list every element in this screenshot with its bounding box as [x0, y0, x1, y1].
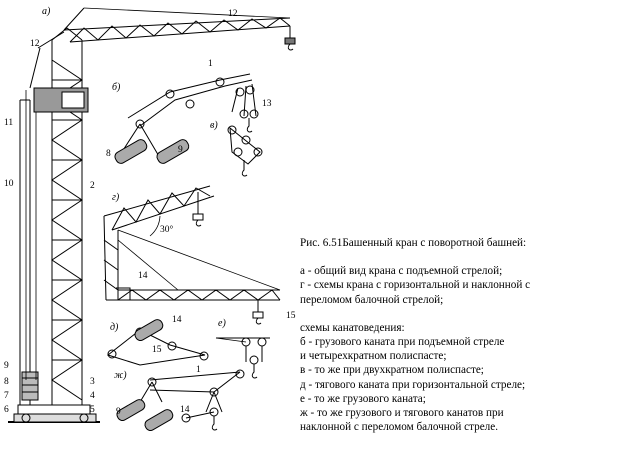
scheme-e — [215, 337, 270, 379]
panel-e-label: е) — [218, 318, 226, 329]
caption-legend-line: а - общий вид крана с подъемной стрелой; — [300, 265, 503, 278]
label-10: 10 — [4, 179, 14, 189]
label-9: 9 — [178, 145, 183, 155]
label-11: 11 — [4, 118, 13, 128]
caption-scheme-line: д - тягового каната при горизонтальной с… — [300, 378, 526, 391]
caption-scheme-line: наклонной с переломом балочной стреле. — [300, 421, 499, 434]
caption-scheme-line: б - грузового каната при подъемной стрел… — [300, 336, 505, 349]
caption-legend: а - общий вид крана с подъемной стрелой;… — [300, 264, 620, 307]
caption-scheme-line: в - то же при двухкратном полиспасте; — [300, 364, 484, 377]
caption-scheme-line: схемы канатоведения: — [300, 321, 405, 334]
figure-caption: Рис. 6.51Башенный кран с поворотной башн… — [300, 236, 620, 448]
label-1: 1 — [208, 59, 213, 69]
label-15-d: 15 — [152, 345, 162, 355]
scheme-zh — [116, 369, 245, 431]
label-8: 8 — [106, 149, 111, 159]
caption-title: Рис. 6.51Башенный кран с поворотной башн… — [300, 237, 527, 249]
scheme-v — [227, 125, 263, 177]
label-1-zh: 1 — [196, 365, 201, 375]
label-7: 7 — [4, 391, 9, 401]
caption-schemes: схемы канатоведения: б - грузового канат… — [300, 321, 620, 435]
label-3: 3 — [90, 377, 95, 387]
label-6: 6 — [4, 405, 9, 415]
panel-d-label: д) — [110, 322, 119, 333]
angle-label: 30° — [160, 224, 174, 235]
caption-scheme-line: и четырехкратном полиспасте; — [300, 350, 447, 363]
panel-zh-label: ж) — [114, 370, 127, 381]
crane-main-view — [8, 7, 296, 423]
label-12-top: 12 — [228, 9, 238, 19]
caption-legend-line: г - схемы крана с горизонтальной и накло… — [300, 279, 531, 292]
caption-scheme-line: ж - то же грузового и тягового канатов п… — [300, 407, 504, 420]
label-12-left: 12 — [30, 39, 40, 49]
label-4: 4 — [90, 391, 95, 401]
scheme-d — [106, 319, 209, 366]
panel-a-label: а) — [42, 6, 51, 17]
label-14-d: 14 — [172, 315, 182, 325]
label-14-g: 14 — [138, 271, 148, 281]
panel-b-label: б) — [112, 82, 121, 93]
panel-v-label: в) — [210, 120, 218, 131]
panel-g-label: г) — [112, 192, 120, 203]
scheme-b — [114, 73, 259, 164]
label-9-zh: 9 — [116, 407, 121, 417]
caption-legend-line: переломом балочной стрелой; — [300, 293, 444, 306]
caption-scheme-line: е - то же грузового каната; — [300, 392, 426, 405]
label-9-base: 9 — [4, 361, 9, 371]
scheme-g — [103, 185, 281, 325]
label-15-g: 15 — [286, 311, 296, 321]
label-2: 2 — [90, 181, 95, 191]
label-13: 13 — [262, 99, 272, 109]
label-5: 5 — [90, 405, 95, 415]
label-14-zh: 14 — [180, 405, 190, 415]
label-8-base: 8 — [4, 377, 9, 387]
